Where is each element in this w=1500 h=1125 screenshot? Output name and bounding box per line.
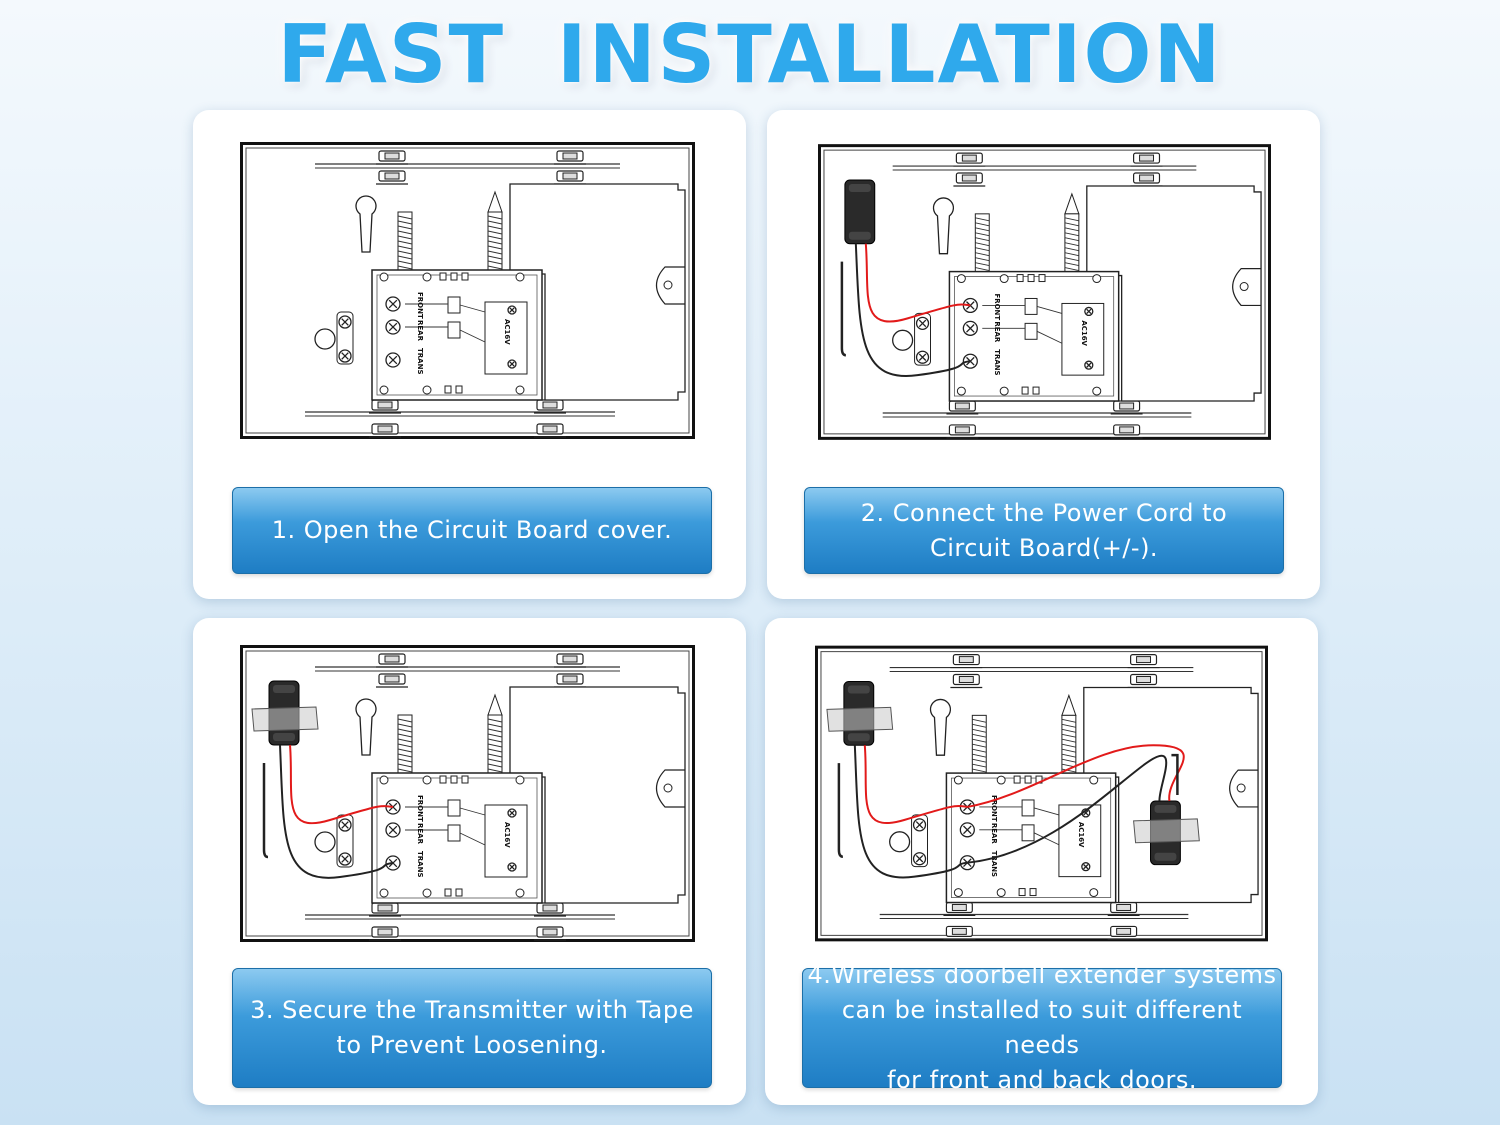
rail-clip bbox=[1130, 152, 1163, 167]
rail-clip bbox=[534, 423, 566, 438]
rail-clip bbox=[950, 654, 983, 669]
rail-clip bbox=[534, 902, 566, 917]
rail-clip bbox=[953, 152, 986, 167]
step-2-caption: 2. Connect the Power Cord to Circuit Boa… bbox=[804, 487, 1284, 574]
rail-clip bbox=[534, 926, 566, 941]
label-voltage: AC16V bbox=[1077, 822, 1085, 848]
wire-black-front bbox=[854, 243, 971, 377]
rail-clip bbox=[950, 673, 983, 689]
rail-clip bbox=[376, 150, 408, 165]
plunger-left bbox=[397, 211, 413, 275]
rail-clip bbox=[369, 423, 401, 438]
label-front: FRONT bbox=[416, 292, 424, 319]
plunger-left bbox=[971, 714, 987, 778]
antenna-front bbox=[262, 763, 269, 859]
label-rear: REAR bbox=[993, 321, 1001, 342]
keyhole bbox=[929, 698, 951, 756]
rail-clip bbox=[376, 673, 408, 688]
step-2-caption-line-2: Circuit Board(+/-). bbox=[929, 533, 1159, 562]
wire-black-front bbox=[853, 745, 968, 879]
label-trans: TRANS bbox=[416, 348, 424, 374]
rail-clip bbox=[946, 424, 979, 439]
rail-clip bbox=[534, 399, 566, 414]
label-voltage: AC16V bbox=[503, 822, 511, 848]
plunger-right bbox=[1064, 192, 1080, 277]
wire-black-rear bbox=[967, 754, 1168, 864]
rail-clip bbox=[953, 172, 986, 187]
page-title: FAST INSTALLATION bbox=[277, 8, 1223, 101]
label-front: FRONT bbox=[990, 795, 998, 822]
wire-red-front bbox=[864, 243, 971, 323]
mount-hole bbox=[1236, 783, 1246, 793]
plunger-right bbox=[487, 190, 503, 275]
wire-hole bbox=[314, 328, 336, 350]
step-3-caption-line-1: 3. Secure the Transmitter with Tape bbox=[250, 996, 694, 1024]
rail-clip bbox=[1110, 424, 1143, 439]
rail-clip bbox=[943, 925, 976, 940]
step-3-caption-line-2: to Prevent Loosening. bbox=[336, 1031, 608, 1059]
mount-hole bbox=[663, 783, 673, 793]
tape-front bbox=[251, 706, 319, 732]
label-front: FRONT bbox=[993, 293, 1001, 320]
rail-clip bbox=[1107, 925, 1140, 940]
wire-red-front bbox=[863, 745, 968, 825]
keyhole bbox=[355, 195, 377, 253]
plunger-right bbox=[487, 693, 503, 778]
plunger-right bbox=[1061, 693, 1077, 778]
step-2-caption-line-1: 2. Connect the Power Cord to bbox=[860, 498, 1228, 527]
label-trans: TRANS bbox=[416, 851, 424, 877]
wire-hole bbox=[314, 831, 336, 853]
step-1-caption-line: 1. Open the Circuit Board cover. bbox=[271, 516, 673, 544]
plunger-left bbox=[397, 714, 413, 778]
wire-hole bbox=[889, 831, 911, 853]
label-voltage: AC16V bbox=[503, 319, 511, 345]
plunger-left bbox=[974, 213, 990, 277]
label-front: FRONT bbox=[416, 795, 424, 822]
rail-clip bbox=[376, 653, 408, 668]
step-4-caption: 4.Wireless doorbell extender systems can… bbox=[802, 961, 1282, 1094]
mount-hole bbox=[663, 280, 673, 290]
tape-rear bbox=[1133, 818, 1200, 844]
antenna-front bbox=[840, 261, 847, 357]
label-voltage: AC16V bbox=[1080, 320, 1088, 346]
mount-hole bbox=[1239, 282, 1249, 292]
tape-front bbox=[826, 706, 894, 732]
keyhole bbox=[355, 698, 377, 756]
rail-clip bbox=[554, 150, 586, 165]
wire-red-front bbox=[289, 744, 394, 825]
transmitter-front bbox=[844, 179, 876, 245]
rail-clip bbox=[376, 170, 408, 185]
wire-black-front bbox=[279, 744, 394, 879]
label-trans: TRANS bbox=[990, 851, 998, 877]
rail-clip bbox=[943, 901, 976, 917]
wire-hole bbox=[892, 329, 914, 351]
antenna-front bbox=[837, 763, 844, 858]
rail-clip bbox=[1127, 654, 1160, 669]
rail-clip bbox=[369, 926, 401, 941]
step-4-caption-line-2: can be installed to suit different needs bbox=[841, 996, 1243, 1059]
step-4-caption-line-3: for front and back doors. bbox=[887, 1066, 1197, 1094]
keyhole bbox=[932, 197, 954, 255]
step-1-caption: 1. Open the Circuit Board cover. bbox=[232, 487, 712, 574]
rail-clip bbox=[554, 653, 586, 668]
label-trans: TRANS bbox=[993, 349, 1001, 375]
label-rear: REAR bbox=[416, 320, 424, 342]
label-rear: REAR bbox=[416, 823, 424, 845]
antenna-rear bbox=[1171, 753, 1179, 795]
step-3-caption: 3. Secure the Transmitter with Tape to P… bbox=[232, 968, 712, 1088]
step-4-caption-line-1: 4.Wireless doorbell extender systems bbox=[807, 961, 1277, 989]
label-rear: REAR bbox=[990, 823, 998, 844]
